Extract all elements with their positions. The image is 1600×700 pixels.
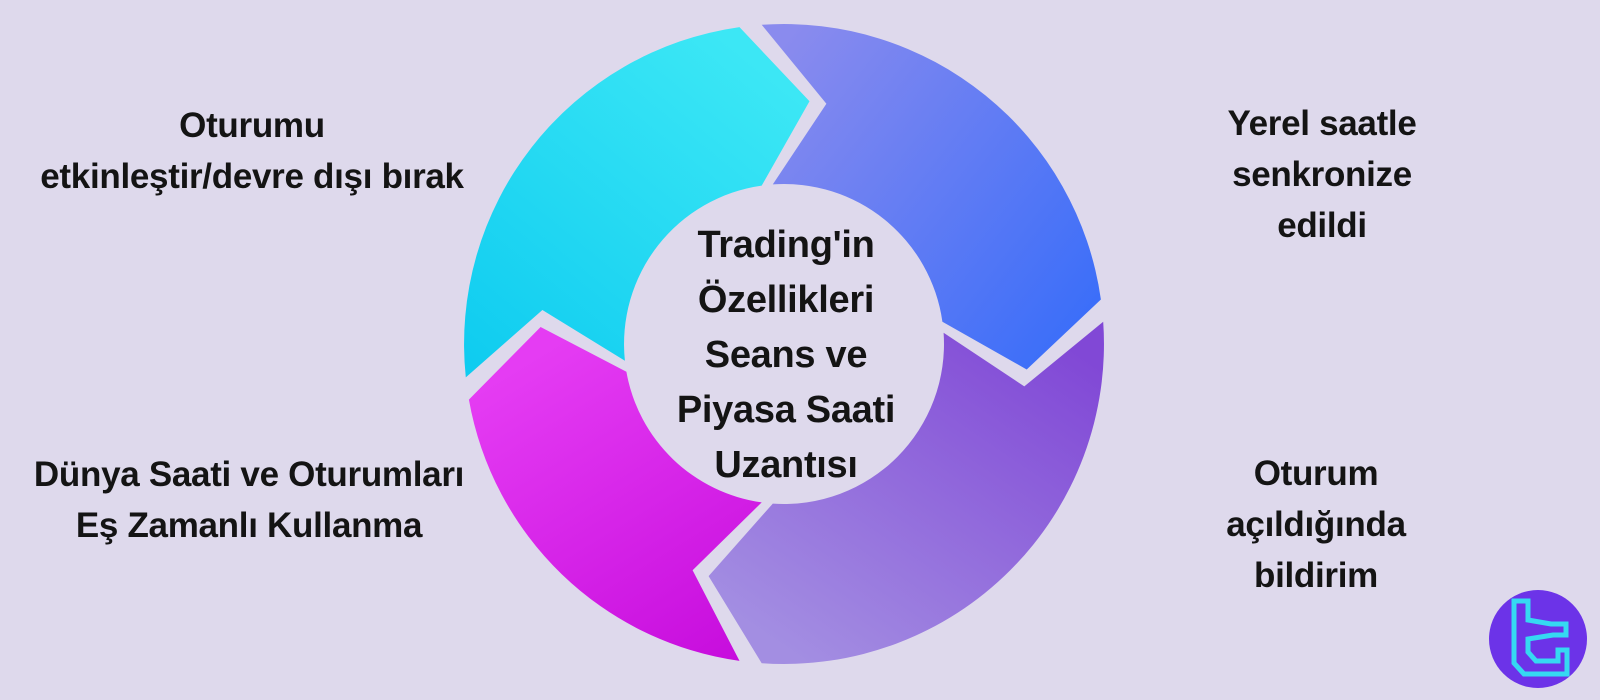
segment-arrow-bottom-left (468, 327, 762, 661)
segment-label-top-left: Oturumu etkinleştir/devre dışı bırak (40, 106, 464, 196)
segment-label-bottom-right: Oturum açıldığında bildirim (1226, 454, 1406, 595)
segment-arrow-top-left (464, 27, 810, 378)
center-title: Trading'in Özellikleri Seans ve Piyasa S… (676, 224, 896, 486)
segment-arrow-top-right (761, 24, 1101, 370)
segment-label-bottom-left: Dünya Saati ve Oturumları Eş Zamanlı Kul… (33, 455, 465, 545)
brand-logo (1489, 590, 1587, 688)
segment-arrow-bottom-right (708, 321, 1104, 664)
tc-monogram-icon (1511, 598, 1570, 677)
segment-label-top-right: Yerel saatle senkronize edildi (1227, 104, 1417, 245)
